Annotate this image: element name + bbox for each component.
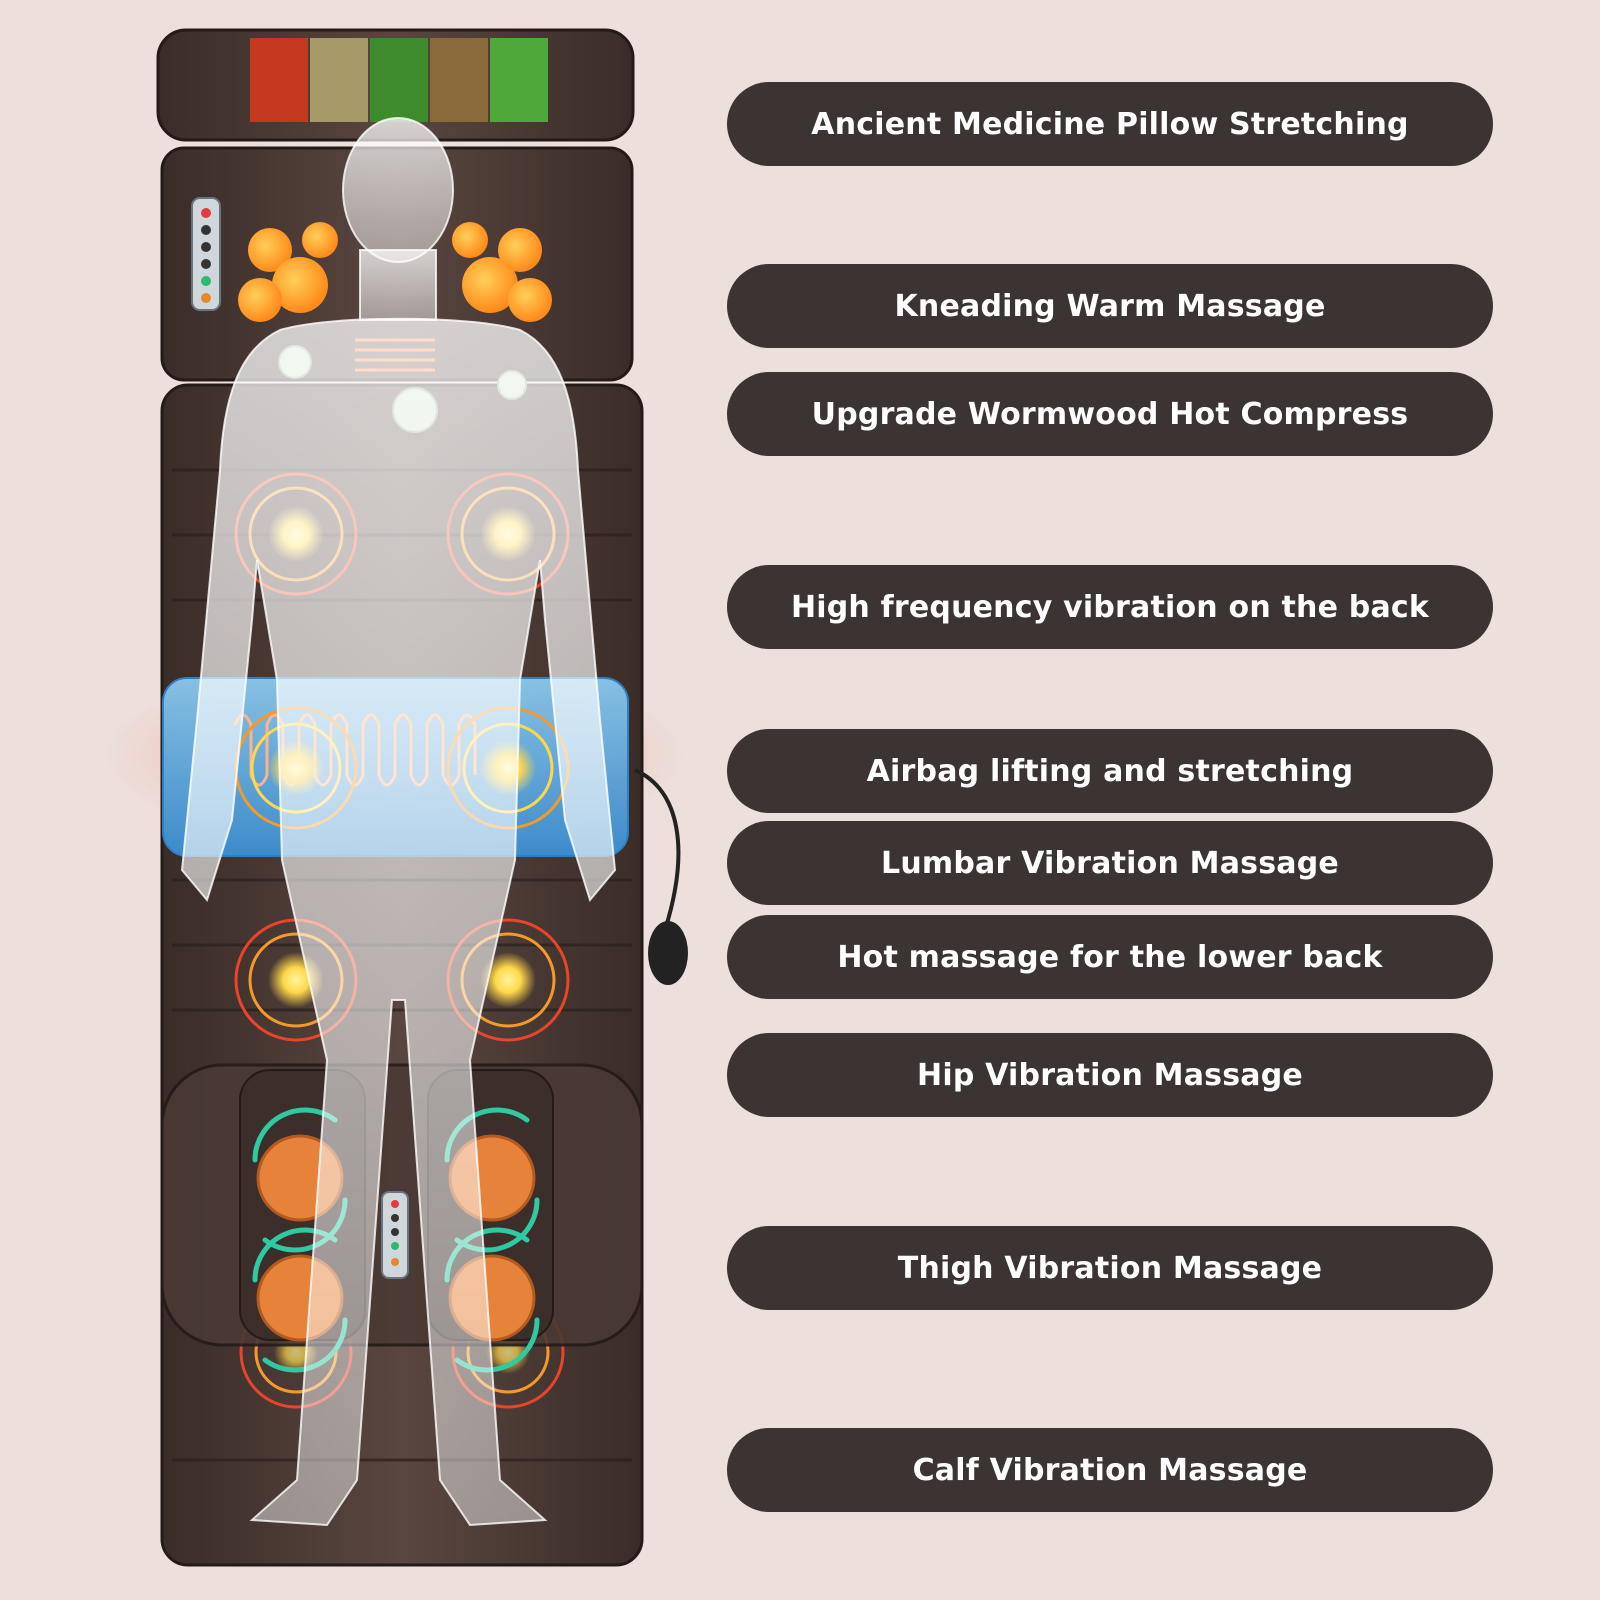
- remote-controller-icon: [191, 197, 221, 311]
- human-figure: [180, 117, 617, 1527]
- feature-label-hip-vibration: Hip Vibration Massage: [727, 1033, 1493, 1117]
- feature-label-lumbar-vibration: Lumbar Vibration Massage: [727, 821, 1493, 905]
- feature-label-back-vibration: High frequency vibration on the back: [727, 565, 1493, 649]
- feature-label-thigh-vibration: Thigh Vibration Massage: [727, 1226, 1493, 1310]
- air-pump-bulb-icon: [634, 768, 688, 985]
- herb-pillow-icon: [156, 28, 635, 142]
- feature-label-lower-back-heat: Hot massage for the lower back: [727, 915, 1493, 999]
- feature-label-calf-vibration: Calf Vibration Massage: [727, 1428, 1493, 1512]
- massage-mat-illustration: [105, 28, 688, 1567]
- feature-label-wormwood-compress: Upgrade Wormwood Hot Compress: [727, 372, 1493, 456]
- kneading-nodes: [238, 222, 552, 322]
- feature-label-kneading-warm: Kneading Warm Massage: [727, 264, 1493, 348]
- remote-controller-icon: [381, 1191, 409, 1279]
- feature-label-airbag-stretching: Airbag lifting and stretching: [727, 729, 1493, 813]
- feature-label-pillow-stretching: Ancient Medicine Pillow Stretching: [727, 82, 1493, 166]
